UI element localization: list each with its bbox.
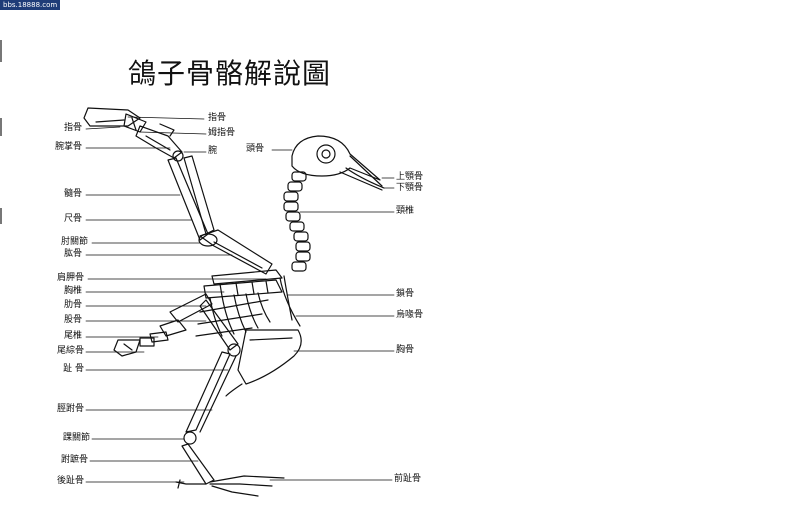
label-tarsometatarsus: 跗蹠骨 [60,455,88,465]
label-ankle-joint: 踝關節 [62,433,90,443]
label-hind-toe: 後趾骨 [56,476,84,486]
label-wrist: 腕 [208,146,218,156]
skull-bones [291,135,385,191]
label-cervical-vertebrae: 頸椎 [396,206,415,216]
label-caudal-vertebrae: 尾椎 [63,331,82,341]
torso-bones [195,269,302,397]
label-humerus: 肱骨 [63,249,82,259]
label-phalanges-top: 指骨 [208,113,227,123]
diagram-title: 鴿子骨骼解說圖 [128,57,332,90]
leader-lines [85,116,395,483]
label-carpometacarpus: 腕掌骨 [54,142,82,152]
scan-edge-mark [0,118,2,136]
label-tibiotarsus: 脛跗骨 [56,404,84,414]
label-lower-jaw: 下顎骨 [396,183,424,193]
label-radius: 髓骨 [63,189,82,199]
pelvis-and-tail [113,293,241,357]
watermark: bbs.18888.com [0,0,61,10]
leg-bones [175,351,285,497]
wing-bones [83,107,273,275]
cervical-vertebrae [283,171,311,272]
label-toe-bones: 趾 骨 [63,364,84,374]
label-scapula: 肩胛骨 [56,273,84,283]
label-ulna: 尺骨 [63,214,82,224]
label-thumb-bone: 姆指骨 [208,128,236,138]
scan-edge-mark [0,208,2,224]
label-ribs: 肋骨 [63,300,82,310]
label-phalanges: 指骨 [63,123,82,133]
scan-edge-mark [0,40,2,62]
label-skull: 頭骨 [246,144,265,154]
label-femur: 股骨 [63,315,82,325]
label-coracoid: 烏喙骨 [396,310,424,320]
label-sternum: 胸骨 [396,345,415,355]
label-front-toes: 前趾骨 [394,474,422,484]
label-pygostyle: 尾綜骨 [56,346,84,356]
label-elbow-joint: 肘關節 [60,237,88,247]
label-clavicle: 鎖骨 [396,289,415,299]
label-upper-jaw: 上顎骨 [396,172,424,182]
label-thoracic-vertebrae: 胸椎 [63,286,82,296]
